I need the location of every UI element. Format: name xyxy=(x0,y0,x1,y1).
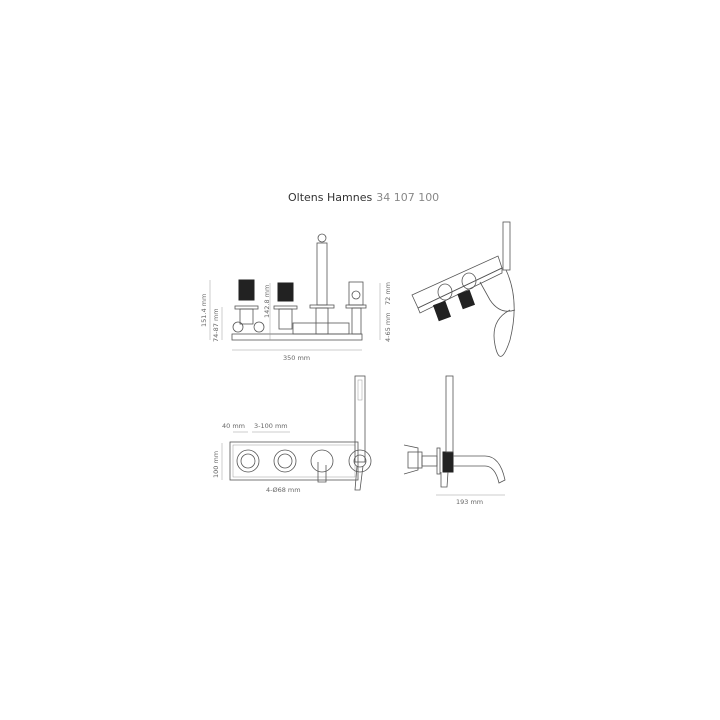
spout-outlet xyxy=(317,233,327,243)
shower-hose xyxy=(493,269,515,357)
dim-total-height: 151.4 mm xyxy=(200,294,208,327)
side-view: 193 mm xyxy=(403,375,506,506)
shower-holder xyxy=(348,281,364,306)
dim-holder-height: 72 mm xyxy=(384,282,392,305)
wall-plate xyxy=(229,441,359,481)
product-title: Oltens Hamnes 34 107 100 xyxy=(288,191,439,204)
knob-left xyxy=(238,279,255,301)
dim-projection: 193 mm xyxy=(456,498,483,506)
plate-view: 100 mm 40 mm 3-100 mm 4-Ø68 mm xyxy=(212,375,372,494)
knob-side xyxy=(442,451,454,473)
knob-left-perspective xyxy=(432,300,452,322)
dim-knob-height: 142.8 mm xyxy=(263,285,271,318)
dim-edge: 40 mm xyxy=(222,422,245,430)
knob-right xyxy=(277,282,294,302)
spout xyxy=(316,242,328,306)
dim-width: 350 mm xyxy=(283,354,310,362)
hand-shower-side xyxy=(445,375,454,453)
dim-holes: 4-Ø68 mm xyxy=(266,486,301,494)
dim-spacing: 3-100 mm xyxy=(254,422,288,430)
hand-shower-perspective xyxy=(502,221,511,271)
dim-lower-range: 74-87 mm xyxy=(212,308,220,342)
dim-depth-range: 4-65 mm xyxy=(384,313,392,342)
hand-shower xyxy=(354,375,366,463)
mounting-plate xyxy=(231,333,363,341)
product-code: 34 107 100 xyxy=(376,191,439,204)
knob-right-perspective xyxy=(457,289,476,310)
product-name: Oltens Hamnes xyxy=(288,191,372,204)
perspective-view xyxy=(411,221,516,357)
front-view: 151.4 mm 74-87 mm 142.8 mm 72 mm 4-65 mm… xyxy=(200,233,392,362)
dim-plate-height: 100 mm xyxy=(212,451,220,478)
